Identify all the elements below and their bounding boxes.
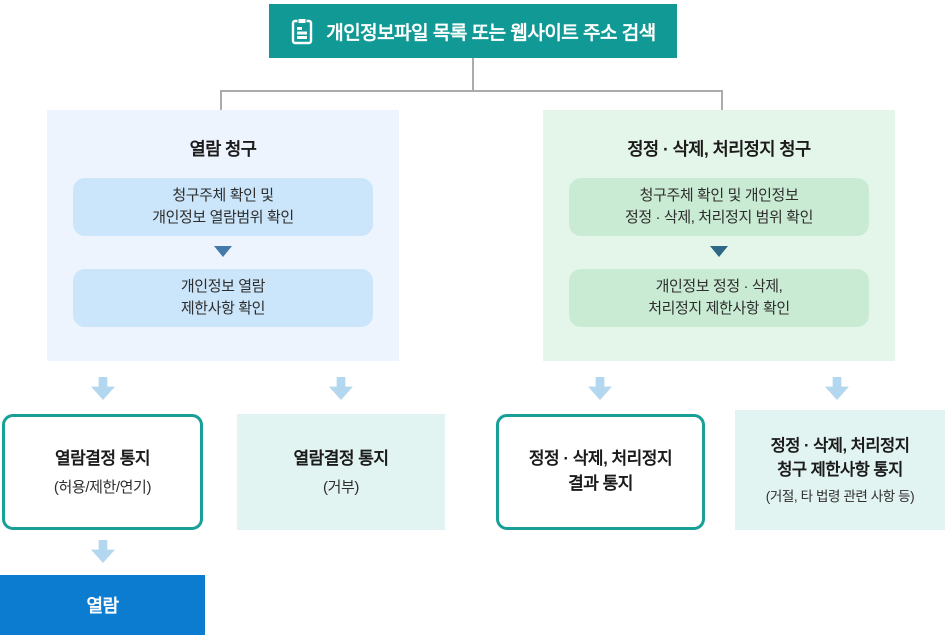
panel-view-request: 열람 청구 청구주체 확인 및 개인정보 열람범위 확인 개인정보 열람 제한사… <box>47 110 399 361</box>
down-arrow-icon <box>825 377 849 400</box>
panel-correction-request: 정정 · 삭제, 처리정지 청구 청구주체 확인 및 개인정보 정정 · 삭제,… <box>543 110 895 361</box>
step-line: 제한사항 확인 <box>180 300 266 317</box>
connector-drop-left <box>220 90 222 111</box>
step-line: 청구주체 확인 및 <box>172 187 274 205</box>
connector-drop-right <box>721 90 723 111</box>
connector-vertical-stub <box>472 58 474 91</box>
step-line: 개인정보 정정 · 삭제, <box>655 278 783 296</box>
result-title: 열람결정 통지 <box>293 449 389 469</box>
header-title: 개인정보파일 목록 또는 웹사이트 주소 검색 <box>326 22 656 44</box>
panel-title: 열람 청구 <box>189 139 257 159</box>
step-line: 개인정보 열람범위 확인 <box>152 209 294 226</box>
result-note: (허용/제한/연기) <box>53 478 152 496</box>
result-note: (거절, 타 법령 관련 사항 등) <box>765 488 915 504</box>
step-box: 청구주체 확인 및 개인정보 정정 · 삭제, 처리정지 범위 확인 <box>569 178 869 236</box>
final-label: 열람 <box>86 596 119 616</box>
step-line: 처리정지 제한사항 확인 <box>648 300 790 317</box>
step-box: 청구주체 확인 및 개인정보 열람범위 확인 <box>73 178 373 236</box>
step-line: 개인정보 열람 <box>180 278 266 296</box>
step-line: 청구주체 확인 및 개인정보 <box>639 187 799 205</box>
result-note: (거부) <box>323 478 359 496</box>
result-box-view-decision-notice: 열람결정 통지 (허용/제한/연기) <box>2 414 203 530</box>
clipboard-icon <box>290 17 314 45</box>
result-title: 청구 제한사항 통지 <box>777 460 903 479</box>
result-title: 열람결정 통지 <box>54 449 151 469</box>
connector-horizontal <box>220 90 723 92</box>
step-box: 개인정보 열람 제한사항 확인 <box>73 269 373 327</box>
header-box: 개인정보파일 목록 또는 웹사이트 주소 검색 <box>269 4 677 58</box>
down-triangle-icon <box>214 246 232 257</box>
result-title: 정정 · 삭제, 처리정지 <box>770 437 910 456</box>
down-arrow-icon <box>91 540 115 563</box>
result-title: 정정 · 삭제, 처리정지 <box>528 449 673 469</box>
result-title: 결과 통지 <box>568 474 633 493</box>
step-box: 개인정보 정정 · 삭제, 처리정지 제한사항 확인 <box>569 269 869 327</box>
result-box-correction-restriction-notice: 정정 · 삭제, 처리정지 청구 제한사항 통지 (거절, 타 법령 관련 사항… <box>735 410 945 530</box>
step-line: 정정 · 삭제, 처리정지 범위 확인 <box>624 209 813 226</box>
result-box-view-decision-refusal: 열람결정 통지 (거부) <box>237 414 445 530</box>
down-triangle-icon <box>710 246 728 257</box>
down-arrow-icon <box>588 377 612 400</box>
down-arrow-icon <box>329 377 353 400</box>
final-view-box: 열람 <box>0 575 205 635</box>
panel-title: 정정 · 삭제, 처리정지 청구 <box>627 139 811 159</box>
down-arrow-icon <box>91 377 115 400</box>
result-box-correction-result-notice: 정정 · 삭제, 처리정지 결과 통지 <box>496 414 705 530</box>
